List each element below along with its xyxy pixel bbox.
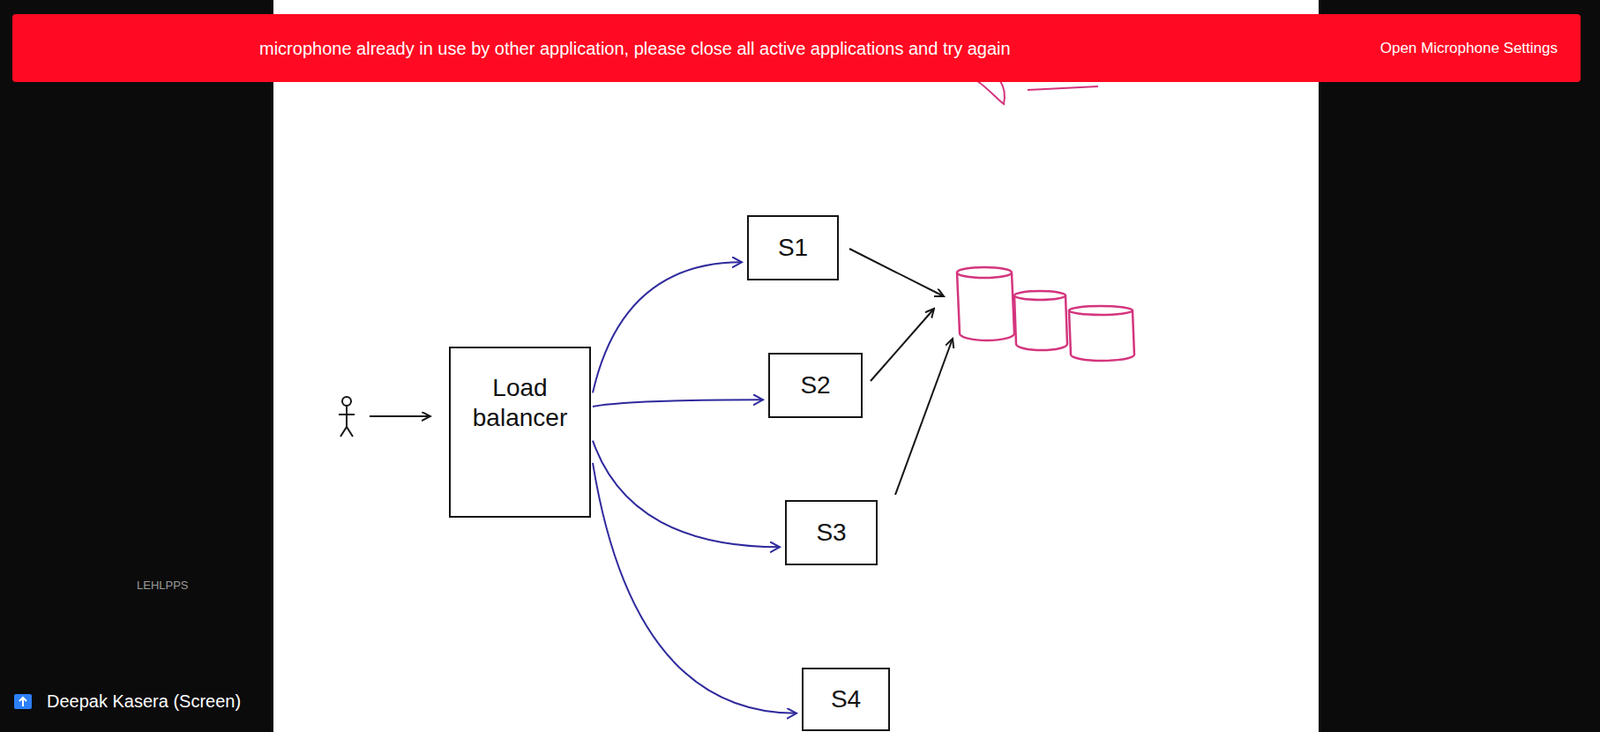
- server-box: S3: [785, 500, 878, 566]
- node-label: S2: [800, 370, 830, 401]
- connector-arrow: [592, 399, 763, 407]
- settings-link: Open Microphone Settings: [1380, 39, 1558, 58]
- alert-banner: microphone already in use by other appli…: [12, 14, 1581, 83]
- node-label: S3: [815, 517, 846, 548]
- server-box: S4: [801, 667, 890, 732]
- share-icon: [14, 694, 32, 710]
- node-label: S1: [777, 232, 808, 263]
- node-label: Load balancer: [457, 373, 583, 433]
- connector-arrow: [592, 463, 797, 714]
- load-balancer-box: Load balancer: [448, 346, 591, 518]
- connector-arrow: [592, 261, 742, 393]
- request-arrow: [369, 415, 431, 418]
- share-icon-arrow: [19, 697, 27, 707]
- presenter-name: Deepak Kasera (Screen): [46, 691, 241, 712]
- alert-message: microphone already in use by other appli…: [259, 37, 1011, 59]
- server-box: S1: [747, 215, 839, 281]
- participant-tile-label: LEHLPPS: [136, 578, 189, 592]
- db-arrows: [849, 248, 953, 495]
- server-box: S2: [768, 352, 863, 419]
- database-cylinders: [957, 267, 1135, 361]
- connector-arrow: [592, 441, 780, 548]
- user-figure: [338, 396, 355, 437]
- node-label: S4: [830, 684, 861, 715]
- sketch-squiggle: [977, 81, 1099, 105]
